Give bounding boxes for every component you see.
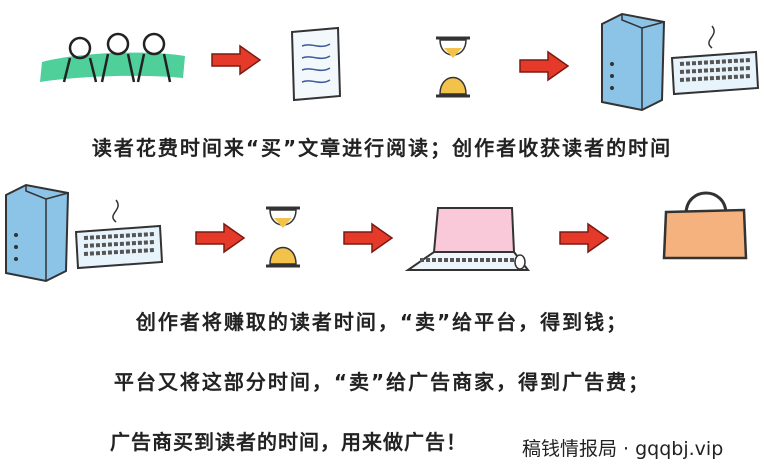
computer-icon bbox=[5, 184, 69, 282]
caption-1: 读者花费时间来“买”文章进行阅读；创作者收获读者的时间 bbox=[91, 136, 673, 160]
readers-icon bbox=[40, 32, 185, 83]
arrow-icon bbox=[343, 223, 393, 253]
keyboard-icon bbox=[670, 24, 760, 96]
computer-icon bbox=[601, 13, 665, 111]
hourglass-icon bbox=[434, 36, 472, 98]
keyboard-icon bbox=[74, 198, 164, 270]
caption-4: 广告商买到读者的时间，用来做广告！ bbox=[110, 430, 467, 454]
bag-icon bbox=[662, 191, 748, 260]
arrow-icon bbox=[195, 223, 245, 253]
hourglass-icon bbox=[264, 206, 302, 268]
arrow-icon bbox=[211, 45, 261, 75]
article-icon bbox=[290, 26, 342, 102]
caption-2: 创作者将赚取的读者时间，“卖”给平台，得到钱； bbox=[135, 310, 629, 334]
arrow-icon bbox=[519, 51, 569, 81]
watermark: 稿钱情报局 · gqqbj.vip bbox=[522, 434, 724, 461]
laptop-icon bbox=[404, 207, 531, 271]
arrow-icon bbox=[559, 223, 609, 253]
caption-3: 平台又将这部分时间，“卖”给广告商家，得到广告费； bbox=[113, 370, 651, 394]
